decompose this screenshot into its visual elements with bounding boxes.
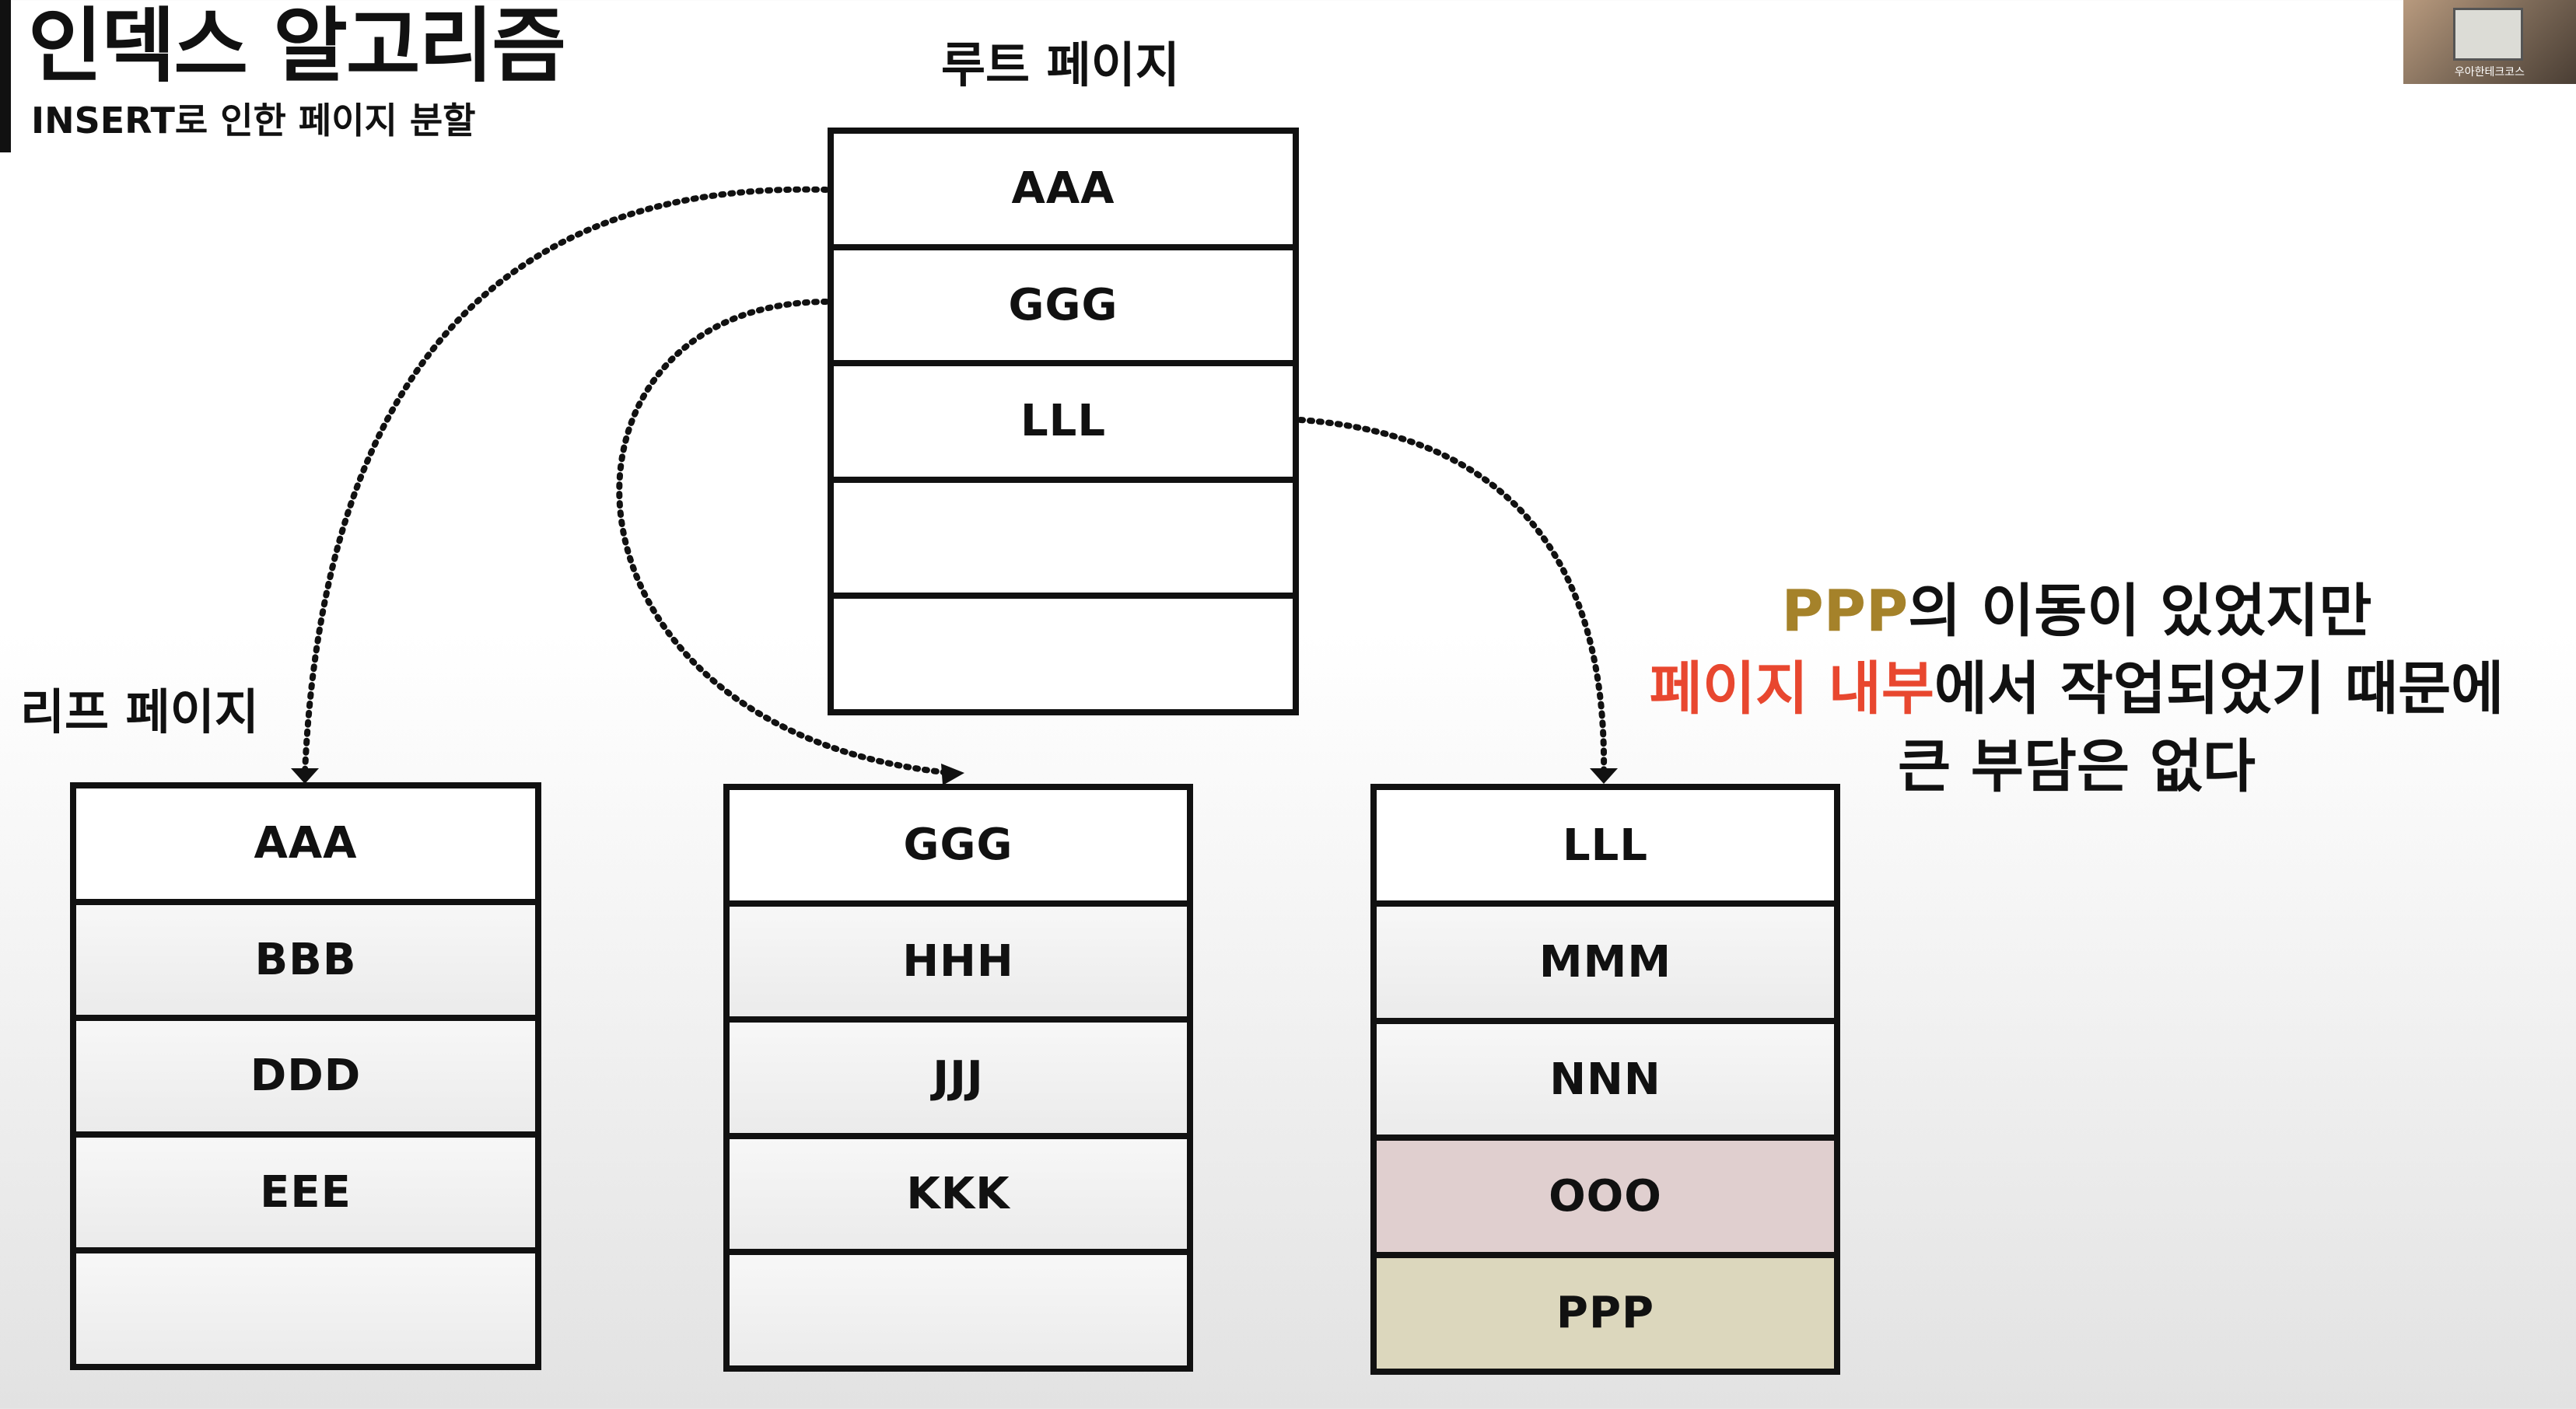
leaf-slot: LLL — [1377, 790, 1834, 901]
leaf-slot: NNN — [1377, 1017, 1834, 1135]
arrow-aaa-to-leaf1 — [302, 186, 829, 776]
leaf-slot: MMM — [1377, 900, 1834, 1018]
note-ppp-highlight: PPP — [1781, 578, 1909, 645]
leaf-slot: EEE — [76, 1131, 535, 1248]
arrowhead-leaf3 — [1590, 768, 1618, 784]
leaf-slot: GGG — [730, 790, 1187, 900]
webcam-caption: 우아한테크코스 — [2454, 66, 2525, 79]
root-slot-empty — [834, 593, 1293, 709]
explanation-note: PPP의 이동이 있었지만 페이지 내부에서 작업되었기 때문에 큰 부담은 없… — [1556, 572, 2576, 806]
root-page-label: 루트 페이지 — [941, 37, 1180, 93]
leaf-slot: JJJ — [730, 1016, 1187, 1133]
webcam-screen-image — [2453, 8, 2523, 61]
note-line-3: 큰 부담은 없다 — [1897, 733, 2256, 800]
title-accent-bar — [0, 0, 11, 152]
root-page: AAA GGG LLL — [828, 128, 1299, 715]
leaf-slot: BBB — [76, 898, 535, 1016]
leaf-page-3: LLL MMM NNN OOO PPP — [1370, 784, 1840, 1375]
root-slot-empty — [834, 476, 1293, 593]
arrowhead-leaf1 — [291, 768, 319, 784]
page-title: 인덱스 알고리즘 — [28, 0, 566, 93]
note-line-2-text: 에서 작업되었기 때문에 — [1934, 656, 2504, 722]
note-line-2: 페이지 내부에서 작업되었기 때문에 — [1556, 650, 2576, 728]
note-line-1-text: 의 이동이 있었지만 — [1908, 578, 2372, 645]
leaf-slot: KKK — [730, 1132, 1187, 1250]
note-page-highlight: 페이지 내부 — [1649, 656, 1934, 722]
leaf-slot-empty — [76, 1247, 535, 1364]
root-slot: LLL — [834, 360, 1293, 477]
leaf-slot-moved-ooo: OOO — [1377, 1135, 1834, 1252]
leaf-page-2: GGG HHH JJJ KKK — [723, 784, 1193, 1372]
leaf-page-label: 리프 페이지 — [20, 684, 259, 740]
root-slot: GGG — [834, 243, 1293, 361]
webcam-thumbnail: 우아한테크코스 — [2403, 0, 2576, 84]
arrowhead-leaf2 — [941, 764, 964, 785]
leaf-slot: DDD — [76, 1015, 535, 1131]
leaf-slot: AAA — [76, 788, 535, 899]
page-subtitle: INSERT로 인한 페이지 분할 — [31, 100, 476, 142]
note-line-1: PPP의 이동이 있었지만 — [1556, 572, 2576, 650]
arrow-ggg-to-leaf2 — [616, 299, 954, 776]
root-slot: AAA — [834, 134, 1293, 244]
leaf-page-1: AAA BBB DDD EEE — [70, 782, 541, 1370]
arrow-lll-to-leaf3 — [1297, 417, 1608, 776]
leaf-slot: HHH — [730, 900, 1187, 1017]
leaf-slot-empty — [730, 1249, 1187, 1365]
leaf-slot-moved-ppp: PPP — [1377, 1251, 1834, 1369]
